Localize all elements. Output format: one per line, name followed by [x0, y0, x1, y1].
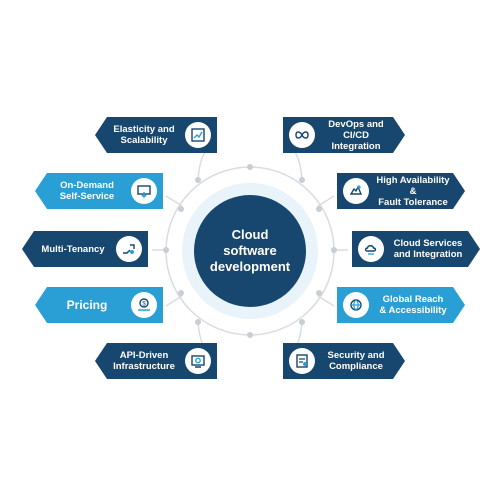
- item-label-line1: Global Reach: [382, 294, 444, 305]
- item-high-availability: High Availability & Fault Tolerance: [337, 173, 465, 209]
- item-label: Global Reach & Accessibility: [373, 294, 453, 316]
- item-label: Multi-Tenancy: [34, 244, 112, 255]
- item-pricing: Pricing $: [35, 287, 163, 323]
- connector-ondemand: [165, 195, 183, 207]
- node-dot: [331, 247, 337, 253]
- global-reach-icon: [343, 292, 369, 318]
- item-cloud-services: Cloud Services and Integration: [352, 231, 480, 267]
- item-multi-tenancy: Multi-Tenancy: [22, 231, 148, 267]
- item-label: Security and Compliance: [319, 350, 393, 372]
- node-dot: [178, 206, 184, 212]
- node-dot: [178, 290, 184, 296]
- item-label-line1: Elasticity and: [113, 124, 175, 135]
- center-hub: Cloud software development: [194, 195, 306, 307]
- node-dot: [163, 247, 169, 253]
- item-label-line1: Multi-Tenancy: [41, 243, 105, 255]
- node-dot: [195, 319, 201, 325]
- item-label-line1: On-Demand: [60, 180, 114, 191]
- item-label-line2: and Integration: [393, 249, 463, 260]
- devops-infinity-icon: [289, 122, 315, 148]
- item-label-line1: Cloud Services: [393, 238, 463, 249]
- item-label-line2: Infrastructure: [113, 361, 175, 372]
- item-label: High Availability & Fault Tolerance: [373, 175, 453, 208]
- item-label-line2: Self-Service: [59, 191, 115, 202]
- item-label-line2: CI/CD Integration: [331, 129, 381, 152]
- center-line-3: development: [209, 259, 291, 274]
- scalability-icon: [185, 122, 211, 148]
- connector-globalreach: [317, 295, 335, 307]
- multi-tenancy-icon: [116, 236, 142, 262]
- item-elasticity: Elasticity and Scalability: [95, 117, 217, 153]
- item-label-line1: Pricing: [66, 297, 108, 312]
- item-label-line1: API-Driven: [119, 350, 169, 361]
- item-label: On-Demand Self-Service: [47, 180, 127, 202]
- item-global-reach: Global Reach & Accessibility: [337, 287, 465, 323]
- pricing-icon: $: [131, 292, 157, 318]
- item-label-line2: Fault Tolerance: [378, 196, 448, 208]
- center-title: Cloud software development: [205, 227, 295, 275]
- node-dot: [299, 319, 305, 325]
- item-label-line2: Scalability: [120, 135, 168, 146]
- connector-availability: [317, 195, 335, 207]
- node-dot: [299, 177, 305, 183]
- center-line-1: Cloud: [231, 227, 269, 242]
- center-line-2: software: [223, 243, 277, 258]
- security-icon: [289, 348, 315, 374]
- node-dot: [247, 332, 253, 338]
- svg-text:$: $: [142, 302, 146, 308]
- item-label: API-Driven Infrastructure: [107, 350, 181, 372]
- api-gear-icon: [185, 348, 211, 374]
- connector-pricing: [165, 295, 183, 307]
- item-label: Pricing: [47, 297, 127, 312]
- availability-icon: [343, 178, 369, 204]
- item-security: Security and Compliance: [283, 343, 405, 379]
- node-dot: [316, 290, 322, 296]
- item-label-line2: & Accessibility: [379, 305, 447, 316]
- self-service-icon: [131, 178, 157, 204]
- node-dot: [247, 164, 253, 170]
- item-label-line2: Compliance: [329, 361, 383, 372]
- item-label: DevOps and CI/CD Integration: [319, 119, 393, 152]
- item-devops: DevOps and CI/CD Integration: [283, 117, 405, 153]
- item-label-line1: DevOps and: [328, 118, 384, 130]
- item-api-driven: API-Driven Infrastructure: [95, 343, 217, 379]
- node-dot: [195, 177, 201, 183]
- cloud-icon: [358, 236, 384, 262]
- item-on-demand: On-Demand Self-Service: [35, 173, 163, 209]
- item-label-line1: Security and: [327, 350, 385, 361]
- item-label: Elasticity and Scalability: [107, 124, 181, 146]
- node-dot: [316, 206, 322, 212]
- item-label: Cloud Services and Integration: [388, 238, 468, 260]
- item-label-line1: High Availability &: [376, 174, 450, 197]
